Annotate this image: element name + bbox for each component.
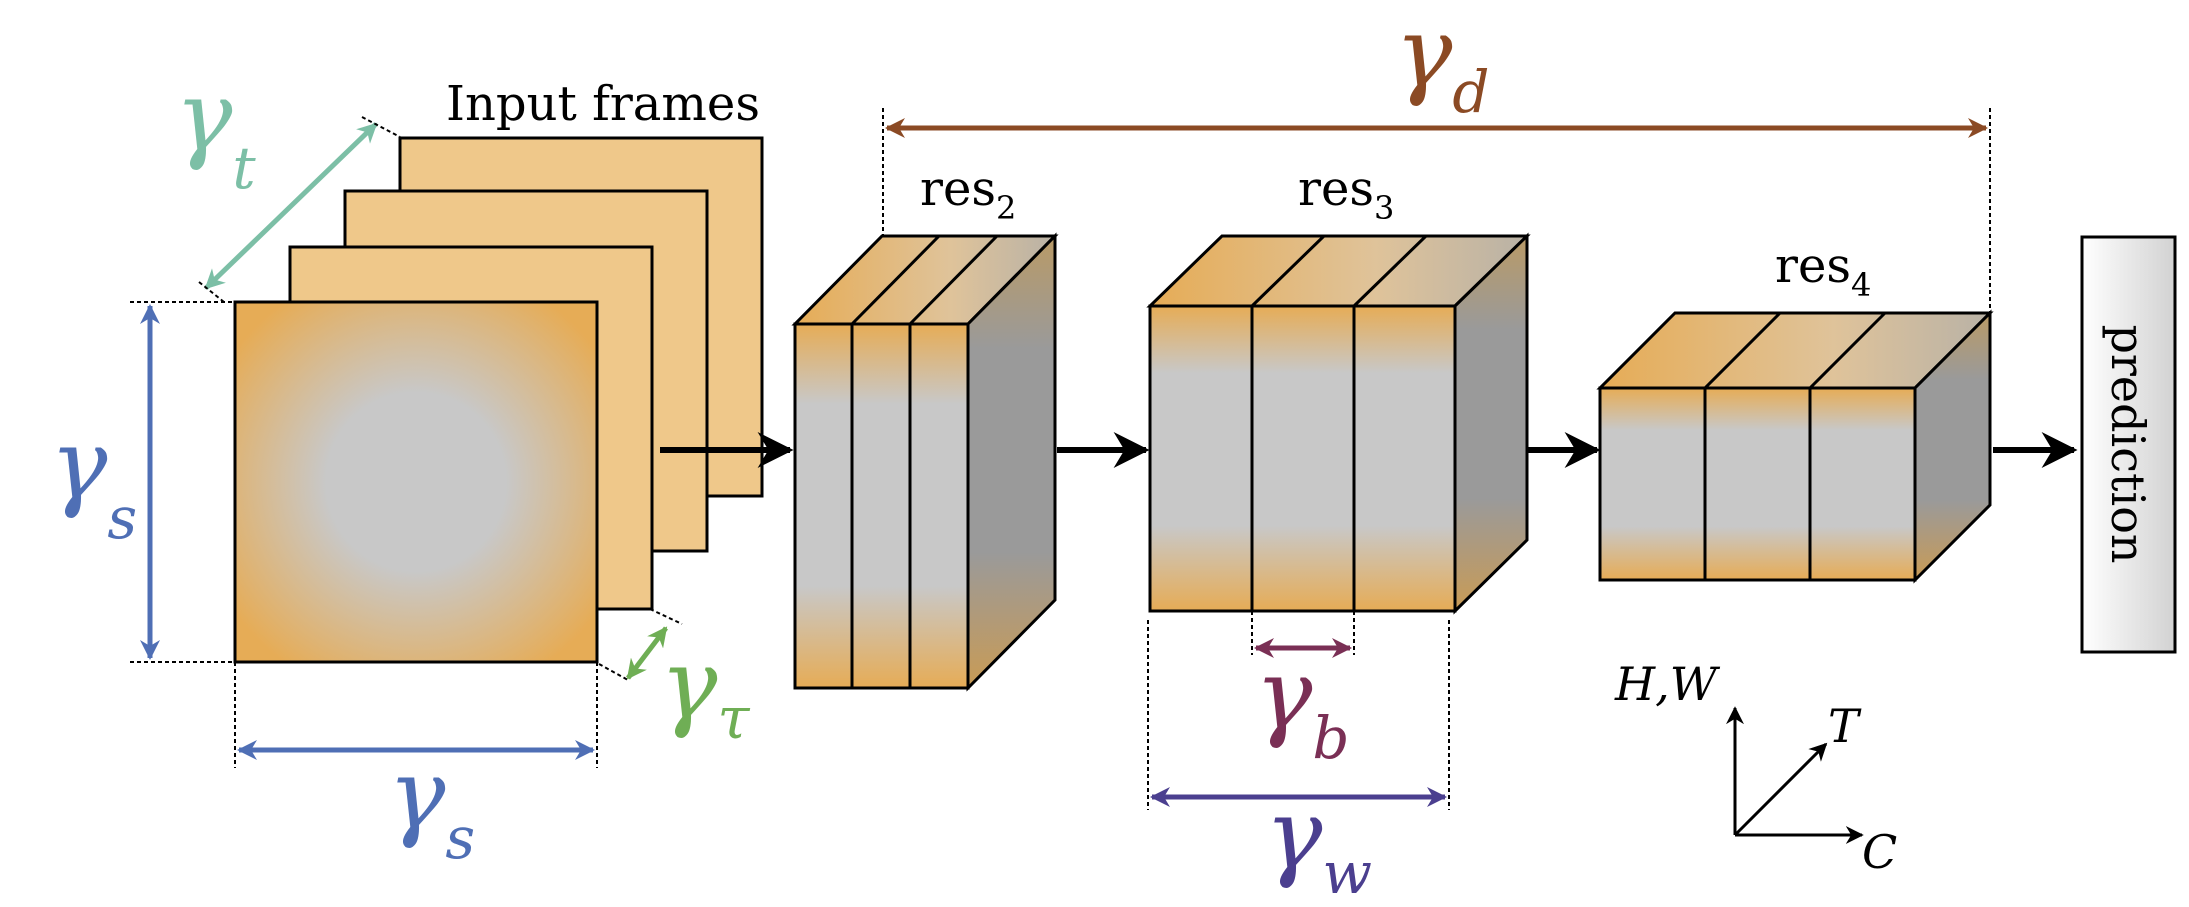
temporal-extent: γt — [175, 61, 401, 303]
prediction-label: prediction — [2101, 324, 2155, 563]
axis-c-label: C — [1862, 825, 1897, 879]
depth-extent: γd — [882, 0, 1991, 313]
spatial-width-extent: γs — [234, 662, 598, 872]
width-symbol: γw — [1265, 779, 1372, 907]
input-frame-1 — [233, 300, 599, 664]
spatial-height-symbol: γs — [50, 409, 137, 552]
depth-symbol: γd — [1395, 0, 1490, 126]
stride-extent: γτ — [598, 608, 750, 752]
axis-hw-label: H,W — [1614, 657, 1721, 711]
axis-t-label: T — [1828, 699, 1862, 753]
bottleneck-extent: γb — [1251, 611, 1355, 772]
input-frames — [233, 136, 764, 664]
temporal-symbol: γt — [175, 61, 256, 202]
stage-res4-block — [1596, 309, 1994, 584]
stage-res3-label: res3 — [1298, 161, 1394, 227]
width-extent: γw — [1147, 620, 1450, 907]
axis-t — [1733, 742, 1828, 837]
spatial-height-extent: γs — [50, 301, 233, 663]
input-frames-label: Input frames — [446, 76, 760, 132]
stage-res2-block — [791, 232, 1059, 692]
prediction-box: prediction — [2080, 235, 2177, 654]
bottleneck-symbol: γb — [1255, 639, 1350, 772]
stage-res4-label: res4 — [1775, 238, 1871, 304]
stage-res2-label: res2 — [920, 161, 1016, 227]
stage-res3-block — [1146, 232, 1531, 615]
stride-symbol: γτ — [660, 629, 750, 752]
spatial-width-symbol: γs — [388, 739, 475, 872]
axes-legend: H,W T C — [1614, 657, 1897, 879]
